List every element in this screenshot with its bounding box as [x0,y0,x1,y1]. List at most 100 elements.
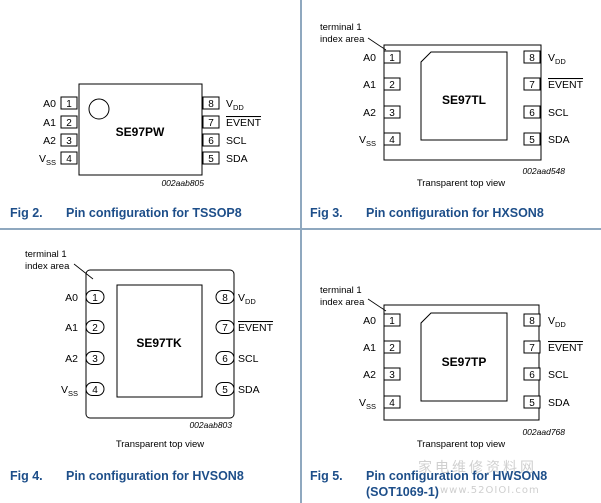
fig5-pin-left-2-name: A1 [363,342,376,354]
fig4-pin-left-4-name: VSS [61,384,78,398]
fig5-chip-label: SE97TP [442,355,487,369]
fig4-exposed-pad [116,284,203,398]
fig4-pin-right-2-name: EVENT [238,322,274,334]
fig4-pin-left-4-pad [85,382,105,396]
fig5-pin-right-3-name: SCL [548,369,569,381]
fig3-pin-left-1-pad [383,50,401,64]
fig3-pin-left-3-number: 3 [389,108,395,119]
fig2-pin-right-3-name: SCL [226,135,247,147]
fig2-pin-left-3-name: A2 [43,135,56,147]
fig3-pin-left-1-name: A0 [363,52,376,64]
fig4-pin-left-2-name: A1 [65,322,78,334]
fig3-pin-left-2-name: A1 [363,79,376,91]
fig3-pin-right-3-number: 6 [529,108,535,119]
fig5-pin-left-4-pad [383,395,401,409]
fig5-pin-right-1-name: VDD [548,315,566,329]
fig4-pin-right-4-number: 5 [222,385,228,396]
fig4-chip-label: SE97TK [136,336,182,350]
fig2-chip-label: SE97PW [116,125,165,139]
fig5-pin-left-1-pad [383,313,401,327]
fig3-pin-left-4-pad [383,132,401,146]
watermark-text: 家电维修资料网 [418,460,537,476]
fig4-caption-number: Fig 4. [10,469,43,483]
fig2-pin-right-1-pad [202,96,220,110]
fig2-pin-left-3-number: 3 [66,136,72,147]
fig5-caption-text: Pin configuration for HWSON8 [366,469,548,483]
fig2-pin-right-1-number: 8 [208,99,214,110]
fig2-caption: Fig 2.Pin configuration for TSSOP8 [10,205,242,221]
fig5-pin-right-3-pad [523,367,541,381]
fig3-pin-right-1-name: VDD [548,52,566,66]
fig2-pin-left-2-number: 2 [66,118,72,129]
fig5-pin-left-4-number: 4 [389,398,395,409]
fig2-pin-left-4-number: 4 [66,154,72,165]
watermark-url: www.52OIOI.com [440,485,540,496]
fig4-index-leader-line [73,263,94,280]
fig4-pin-left-3-name: A2 [65,353,78,365]
fig4-view-note: Transparent top view [116,439,204,450]
fig2-drawing-code: 002aab805 [161,178,204,188]
fig5-pin-left-1-number: 1 [389,316,395,327]
fig3-drawing-code: 002aad548 [522,166,565,176]
fig4-pin-left-2-number: 2 [92,323,98,334]
fig3-pin-right-2-number: 7 [529,80,535,91]
fig4-pin-right-1-number: 8 [222,293,228,304]
fig2-pin1-marker-dot [88,98,110,120]
fig5-caption-number: Fig 5. [310,469,343,483]
fig3-pin-right-3-name: SCL [548,107,569,119]
fig3-index-leader-line [367,37,387,51]
fig4-pin-right-3-name: SCL [238,353,259,365]
fig2-pin-left-2-name: A1 [43,117,56,129]
fig2-pin-right-4-name: SDA [226,153,248,165]
fig3-caption-text: Pin configuration for HXSON8 [366,206,544,220]
fig4-pin-right-1-pad [215,290,235,304]
fig5-pin-right-2-name: EVENT [548,342,584,354]
fig3-caption: Fig 3. Pin configuration for HXSON8 [310,205,544,221]
fig2-pin-left-4-pad [60,151,78,165]
fig3-pin-left-2-number: 2 [389,80,395,91]
fig3-pin-left-3-name: A2 [363,107,376,119]
fig4-index-note-line-1: terminal 1 [25,249,67,260]
fig5-index-note-line-1: terminal 1 [320,285,362,296]
fig2-pin-left-3-pad [60,133,78,147]
fig3-index-note-line-1: terminal 1 [320,22,362,33]
fig5-index-leader-line [367,298,387,312]
fig4-pin-left-1-name: A0 [65,292,78,304]
fig4-pin-right-3-pad [215,351,235,365]
fig4-pin-left-1-pad [85,290,105,304]
vertical-divider [300,0,302,503]
fig2-pin-left-2-pad [60,115,78,129]
fig4-pin-right-2-pad [215,320,235,334]
fig5-pin-left-3-name: A2 [363,369,376,381]
fig3-pin-right-4-number: 5 [529,135,535,146]
fig5-pin-right-1-number: 8 [529,316,535,327]
fig4-pin-left-1-number: 1 [92,293,98,304]
fig4-pin-right-3-number: 6 [222,354,228,365]
fig2-pin-right-2-name: EVENT [226,117,262,129]
fig3-caption-number: Fig 3. [310,206,343,220]
fig2-pin-left-1-number: 1 [66,99,72,110]
fig4-pin-right-4-name: SDA [238,384,260,396]
fig2-pin-right-3-number: 6 [208,136,214,147]
fig3-pin-right-2-pad [523,77,541,91]
fig5-pin-right-4-pad [523,395,541,409]
fig4-drawing-code: 002aab803 [189,420,232,430]
fig5-caption-text-line2: (SOT1069-1) [366,485,439,499]
fig5-pin-left-2-number: 2 [389,343,395,354]
fig5-index-note-line-2: index area [320,297,365,308]
fig2-pin-right-4-pad [202,151,220,165]
fig4-pin-left-2-pad [85,320,105,334]
fig2-caption-number: Fig 2. [10,206,43,220]
fig3-pin-right-3-pad [523,105,541,119]
fig5-pin-left-3-pad [383,367,401,381]
fig5-pin-right-1-pad [523,313,541,327]
fig5-drawing-code: 002aad768 [522,427,565,437]
fig3-index-note-line-2: index area [320,34,365,45]
fig5-pin-left-2-pad [383,340,401,354]
fig5-caption: Fig 5. Pin configuration for HWSON8 (SOT1… [310,468,547,500]
fig3-pin-right-4-name: SDA [548,134,570,146]
fig4-pin-right-4-pad [215,382,235,396]
